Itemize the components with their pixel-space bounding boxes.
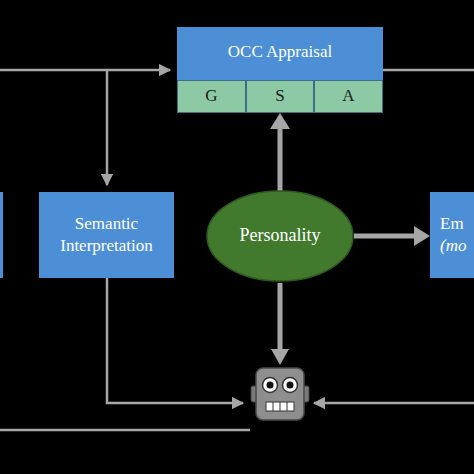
arrow-head [414, 226, 430, 246]
robot-output-wire [0, 429, 250, 432]
process-box: Semantic Interpretation [39, 192, 174, 278]
appraisal-box: OCC AppraisalG S A [177, 27, 383, 113]
arrow-shaft [354, 234, 415, 239]
goal-cell: G [177, 80, 246, 113]
arrow-shaft [278, 128, 283, 191]
node-label: Personality [240, 224, 321, 247]
node-label: Em [440, 213, 464, 235]
node-label: S [275, 85, 284, 107]
arrow-head [270, 113, 290, 129]
node-sublabel: (mo [440, 235, 466, 257]
output-wire [383, 69, 474, 72]
personality-ellipse: Personality [206, 190, 354, 282]
offscreen-box-edge [0, 192, 3, 278]
thick-arrow [270, 113, 290, 191]
node-label: G [205, 85, 217, 107]
attitude-cell: A [314, 80, 383, 113]
branch-wire [106, 70, 109, 185]
input-wire [0, 69, 170, 72]
standard-cell: S [246, 80, 314, 113]
node-label: A [342, 85, 354, 107]
personality-robot-shaft [278, 283, 283, 350]
personality-robot-head [271, 349, 289, 365]
emotion-box: Em(mo [430, 192, 474, 278]
thick-arrow [354, 226, 430, 246]
feedback-wire [314, 402, 474, 405]
node-label: OCC Appraisal [228, 41, 332, 63]
semantic-wire [107, 278, 243, 403]
robot-icon [251, 368, 309, 420]
node-label: Semantic Interpretation [45, 213, 168, 257]
